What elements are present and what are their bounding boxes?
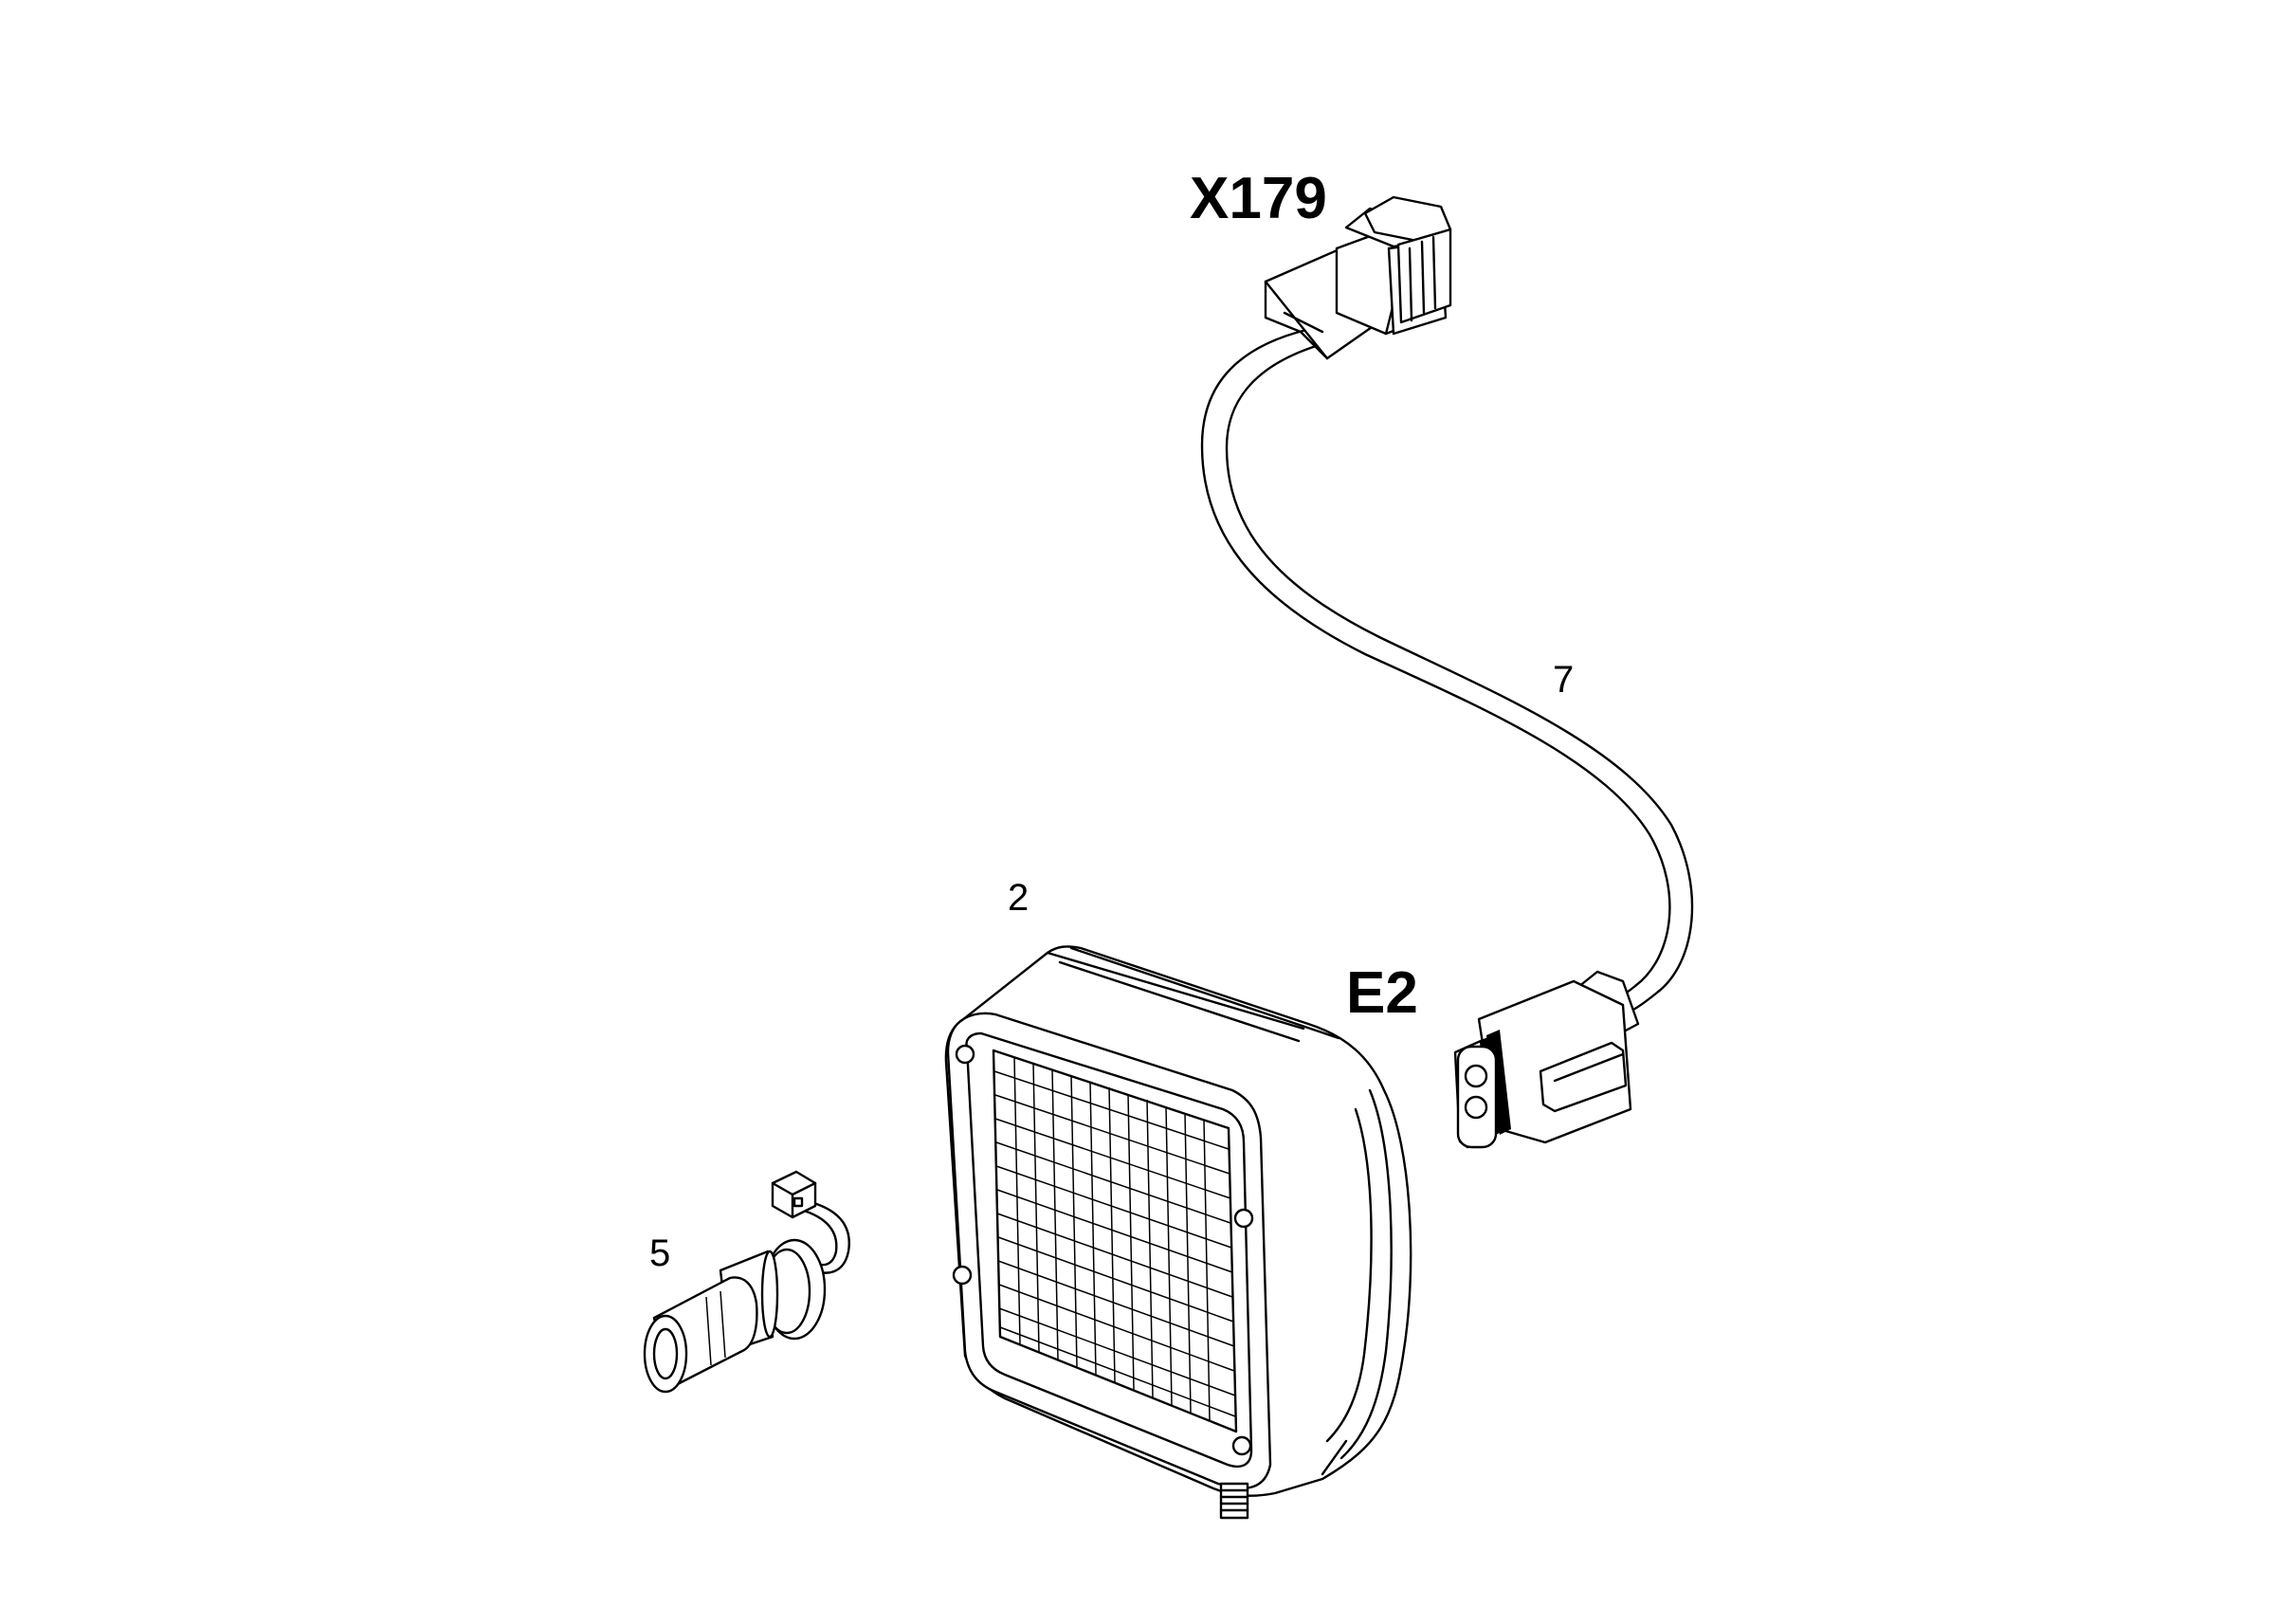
work-lamp [944,945,1412,1520]
lens-grid [993,1056,1236,1421]
label-part-7: 7 [1553,659,1574,701]
label-x179: X179 [1190,166,1327,231]
label-part-5: 5 [649,1232,670,1274]
mounting-stud [1219,1482,1249,1520]
cable-harness [1200,328,1694,1018]
connector-x179 [1264,195,1452,360]
halogen-bulb [643,1170,850,1394]
connector-e2 [1453,970,1640,1149]
label-e2: E2 [1346,960,1418,1026]
label-part-2: 2 [1008,877,1029,919]
